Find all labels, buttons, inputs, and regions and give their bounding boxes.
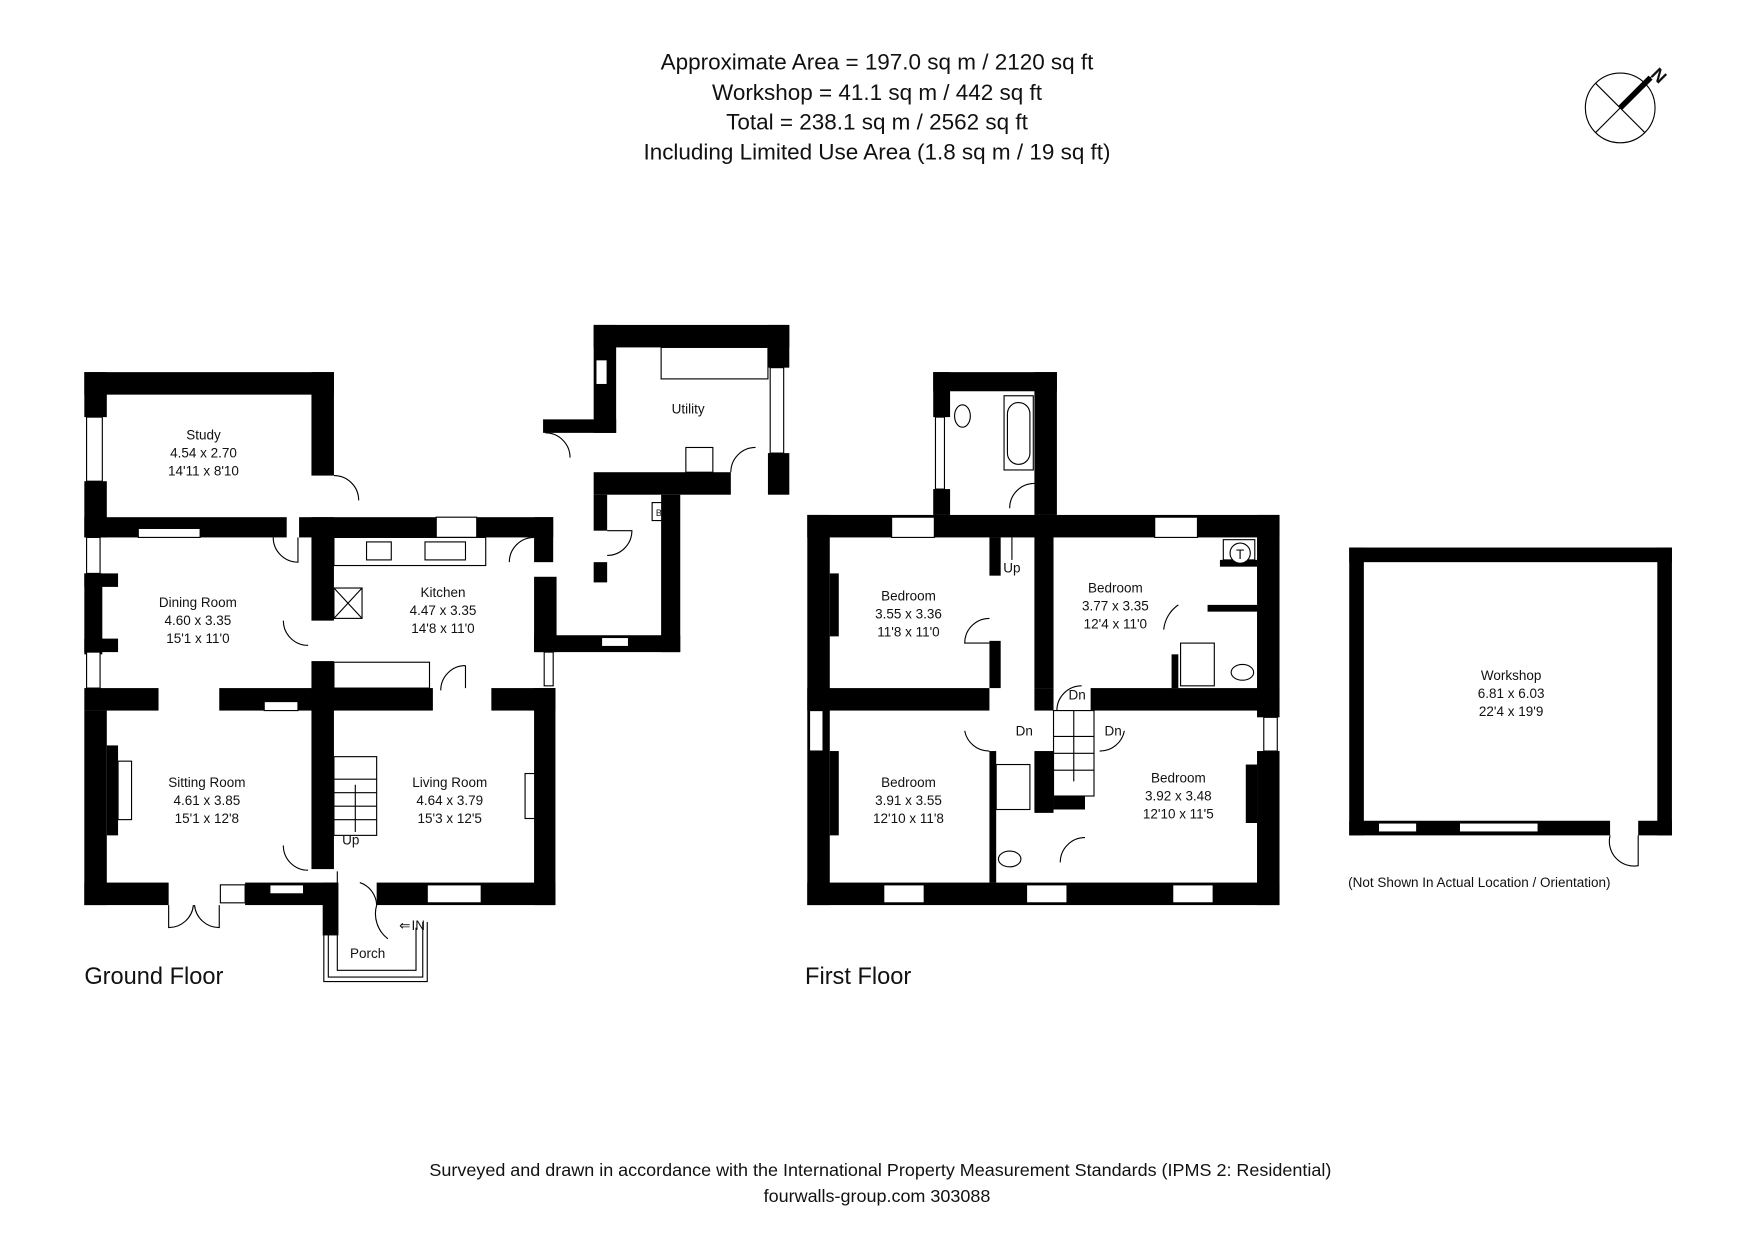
stairs-up-label: Up [1003,560,1020,575]
workshop-location-note: (Not Shown In Actual Location / Orientat… [1348,875,1610,890]
room-name: Study [186,428,221,443]
room-name: Living Room [412,775,487,790]
room-dining-room: Dining Room 4.60 x 3.35 15'1 x 11'0 [159,595,237,646]
total-area: Total = 238.1 sq m / 2562 sq ft [726,109,1028,134]
ground-floor-labels: Study 4.54 x 2.70 14'11 x 8'10 Dining Ro… [84,402,705,990]
stairs-down-label: Dn [1069,687,1086,702]
room-metric: 4.47 x 3.35 [410,603,477,618]
company-reference: fourwalls-group.com 303088 [764,1186,991,1206]
room-bedroom-3: Bedroom 3.91 x 3.55 12'10 x 11'8 [873,775,944,826]
first-floor-walls: T [807,372,1639,906]
room-name: Bedroom [881,775,936,790]
room-name: Sitting Room [168,775,245,790]
room-bedroom-4: Bedroom 3.92 x 3.48 12'10 x 11'5 [1143,771,1214,822]
survey-statement: Surveyed and drawn in accordance with th… [429,1160,1331,1180]
room-name: Bedroom [1151,771,1206,786]
room-name: Kitchen [421,585,466,600]
room-metric: 4.54 x 2.70 [170,446,237,461]
ground-floor-walls: B [84,324,790,983]
room-bedroom-2: Bedroom 3.77 x 3.35 12'4 x 11'0 [1082,581,1149,632]
room-imperial: 14'11 x 8'10 [168,464,239,479]
room-imperial: 15'1 x 12'8 [175,811,239,826]
room-name: Bedroom [881,588,936,603]
room-metric: 4.60 x 3.35 [165,613,232,628]
room-imperial: 11'8 x 11'0 [877,624,939,639]
room-metric: 3.92 x 3.48 [1145,789,1212,804]
room-utility: Utility [672,402,705,417]
workshop-name: Workshop [1481,668,1541,683]
room-study: Study 4.54 x 2.70 14'11 x 8'10 [168,428,239,479]
entrance-arrow-icon: ⇐ [399,918,410,933]
north-compass-icon: N [1584,64,1671,144]
first-floor-labels: Bedroom 3.55 x 3.36 11'8 x 11'0 Bedroom … [805,560,1214,990]
area-summary: Approximate Area = 197.0 sq m / 2120 sq … [643,50,1110,165]
compass-north-label: N [1647,64,1670,87]
workshop-area: Workshop = 41.1 sq m / 442 sq ft [712,80,1043,105]
workshop-metric: 6.81 x 6.03 [1478,686,1545,701]
room-bedroom-1: Bedroom 3.55 x 3.36 11'8 x 11'0 [875,588,942,639]
room-living-room: Living Room 4.64 x 3.79 15'3 x 12'5 [412,775,487,826]
room-kitchen: Kitchen 4.47 x 3.35 14'8 x 11'0 [410,585,477,636]
boiler-label: B [656,508,662,518]
stairs-up-label: Up [342,832,359,847]
room-name: Dining Room [159,595,237,610]
room-sitting-room: Sitting Room 4.61 x 3.85 15'1 x 12'8 [168,775,245,826]
room-name: Bedroom [1088,581,1143,596]
room-porch: Porch [350,946,385,961]
room-imperial: 14'8 x 11'0 [411,621,474,636]
entrance-label: IN [412,918,426,933]
room-metric: 4.64 x 3.79 [416,793,483,808]
room-imperial: 12'10 x 11'5 [1143,807,1214,822]
workshop-imperial: 22'4 x 19'9 [1479,704,1543,719]
approximate-area: Approximate Area = 197.0 sq m / 2120 sq … [661,50,1095,75]
footer: Surveyed and drawn in accordance with th… [429,1160,1331,1206]
water-tank-label: T [1236,547,1244,562]
room-imperial: 15'1 x 11'0 [166,631,229,646]
ground-floor-title: Ground Floor [84,964,223,990]
room-imperial: 12'4 x 11'0 [1084,616,1147,631]
stairs-down-label: Dn [1016,723,1033,738]
limited-use-area: Including Limited Use Area (1.8 sq m / 1… [643,140,1110,165]
room-imperial: 15'3 x 12'5 [418,811,482,826]
room-metric: 3.55 x 3.36 [875,606,942,621]
room-metric: 4.61 x 3.85 [174,793,241,808]
room-imperial: 12'10 x 11'8 [873,811,944,826]
room-metric: 3.77 x 3.35 [1082,599,1149,614]
workshop: Workshop 6.81 x 6.03 22'4 x 19'9 (Not Sh… [1348,547,1672,890]
stairs-down-label: Dn [1104,723,1121,738]
first-floor-title: First Floor [805,964,911,990]
room-metric: 3.91 x 3.55 [875,793,942,808]
